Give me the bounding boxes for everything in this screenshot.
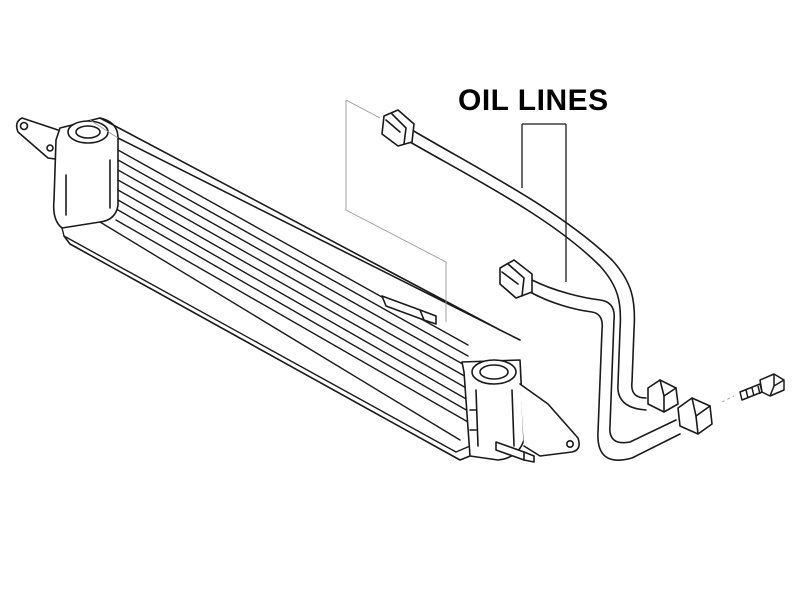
right-upper-hex-fitting: [647, 379, 679, 413]
bottom-stud-fitting: [495, 441, 535, 463]
upper-oil-line: [409, 129, 647, 411]
upper-hose-fitting: [381, 109, 415, 147]
oil-lines-callout-label: OIL LINES: [458, 84, 609, 117]
oil-lines: [381, 109, 713, 461]
right-lower-hex-fitting: [677, 397, 713, 435]
left-mounting-bracket: [15, 117, 63, 161]
right-end-tank: [461, 359, 525, 461]
left-end-tank: [52, 117, 119, 229]
alignment-guides: [89, 99, 447, 322]
callout-leader-lines: [521, 123, 567, 282]
oil-cooler: [15, 117, 580, 463]
upper-connection-stub: [381, 295, 437, 325]
cooler-core-top: [99, 117, 521, 341]
lower-oil-line: [529, 279, 681, 461]
lower-hose-fitting: [499, 259, 533, 299]
cooler-core-fins: [61, 149, 471, 453]
right-mounting-bracket: [519, 383, 580, 457]
mounting-bolt: [721, 373, 785, 403]
cooler-core-bottom: [63, 235, 471, 461]
